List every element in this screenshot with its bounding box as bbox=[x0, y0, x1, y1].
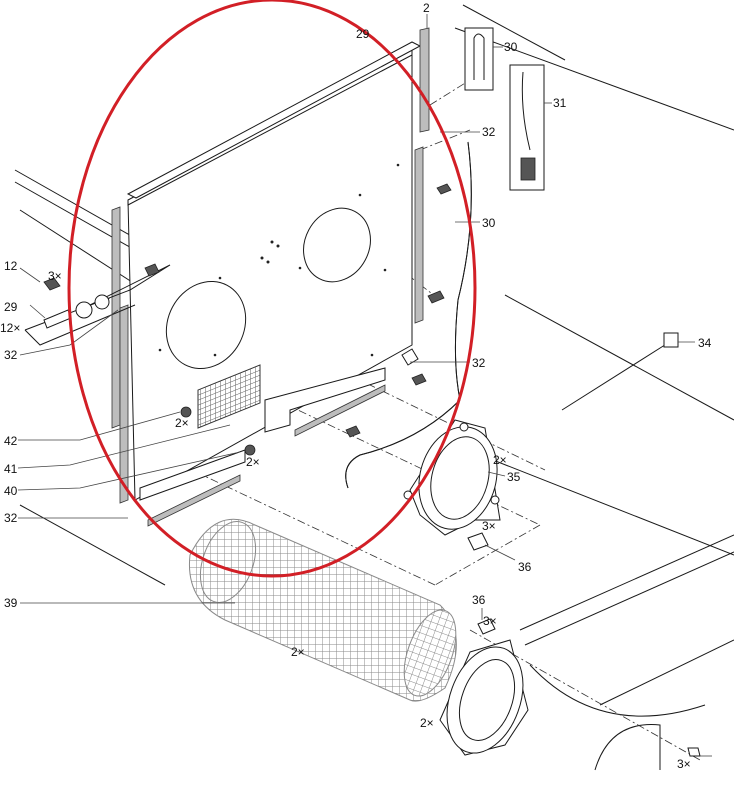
callout-34: 34 bbox=[698, 336, 712, 350]
callout-3x-36-lower: 3× bbox=[483, 614, 497, 628]
callout-29-top: 29 bbox=[356, 27, 370, 41]
callout-3x-12: 3× bbox=[48, 269, 62, 283]
callout-12x: 12× bbox=[0, 321, 20, 335]
callout-30-top: 30 bbox=[504, 40, 518, 54]
callout-31: 31 bbox=[553, 96, 567, 110]
callout-41: 41 bbox=[4, 462, 18, 476]
callout-3x-bottom: 3× bbox=[677, 757, 691, 771]
filter-screen bbox=[197, 364, 261, 429]
callout-2x-mesh: 2× bbox=[291, 645, 305, 659]
panel-screw-holes bbox=[158, 163, 400, 357]
hose-clamps bbox=[345, 183, 452, 438]
housing-outline bbox=[14, 4, 734, 771]
callout-36-lower: 36 bbox=[472, 593, 486, 607]
callout-30-mid: 30 bbox=[482, 216, 496, 230]
callout-2x-35: 2× bbox=[493, 453, 507, 467]
callout-2: 2 bbox=[423, 1, 430, 15]
fasteners-left bbox=[24, 263, 256, 456]
callout-32-top: 32 bbox=[482, 125, 496, 139]
seal-strips bbox=[111, 27, 430, 504]
callout-3x-36: 3× bbox=[482, 519, 496, 533]
back-panel bbox=[126, 41, 422, 527]
callout-2x-41: 2× bbox=[246, 455, 260, 469]
callout-12: 12 bbox=[4, 259, 18, 273]
callout-2x-42: 2× bbox=[175, 416, 189, 430]
callout-32-bottom: 32 bbox=[4, 511, 18, 525]
leader-lines bbox=[17, 14, 712, 757]
highlight-ellipse bbox=[67, 0, 477, 578]
callout-labels: 2 29 30 31 32 30 12 3× 29 12× 32 34 32 4… bbox=[0, 1, 712, 771]
sensor-parts-top bbox=[464, 27, 545, 191]
callout-39: 39 bbox=[4, 596, 18, 610]
flange-35 bbox=[403, 419, 501, 536]
callout-36: 36 bbox=[518, 560, 532, 574]
mesh-cylinder bbox=[188, 518, 457, 702]
callout-35: 35 bbox=[507, 470, 521, 484]
callout-40: 40 bbox=[4, 484, 18, 498]
callout-42: 42 bbox=[4, 434, 18, 448]
bolts bbox=[467, 532, 701, 757]
callout-2x-flange: 2× bbox=[420, 716, 434, 730]
callout-32-left: 32 bbox=[4, 348, 18, 362]
callout-32-mid: 32 bbox=[472, 356, 486, 370]
flange-lower bbox=[439, 639, 529, 756]
cable-tie bbox=[561, 332, 679, 411]
callout-29: 29 bbox=[4, 300, 18, 314]
